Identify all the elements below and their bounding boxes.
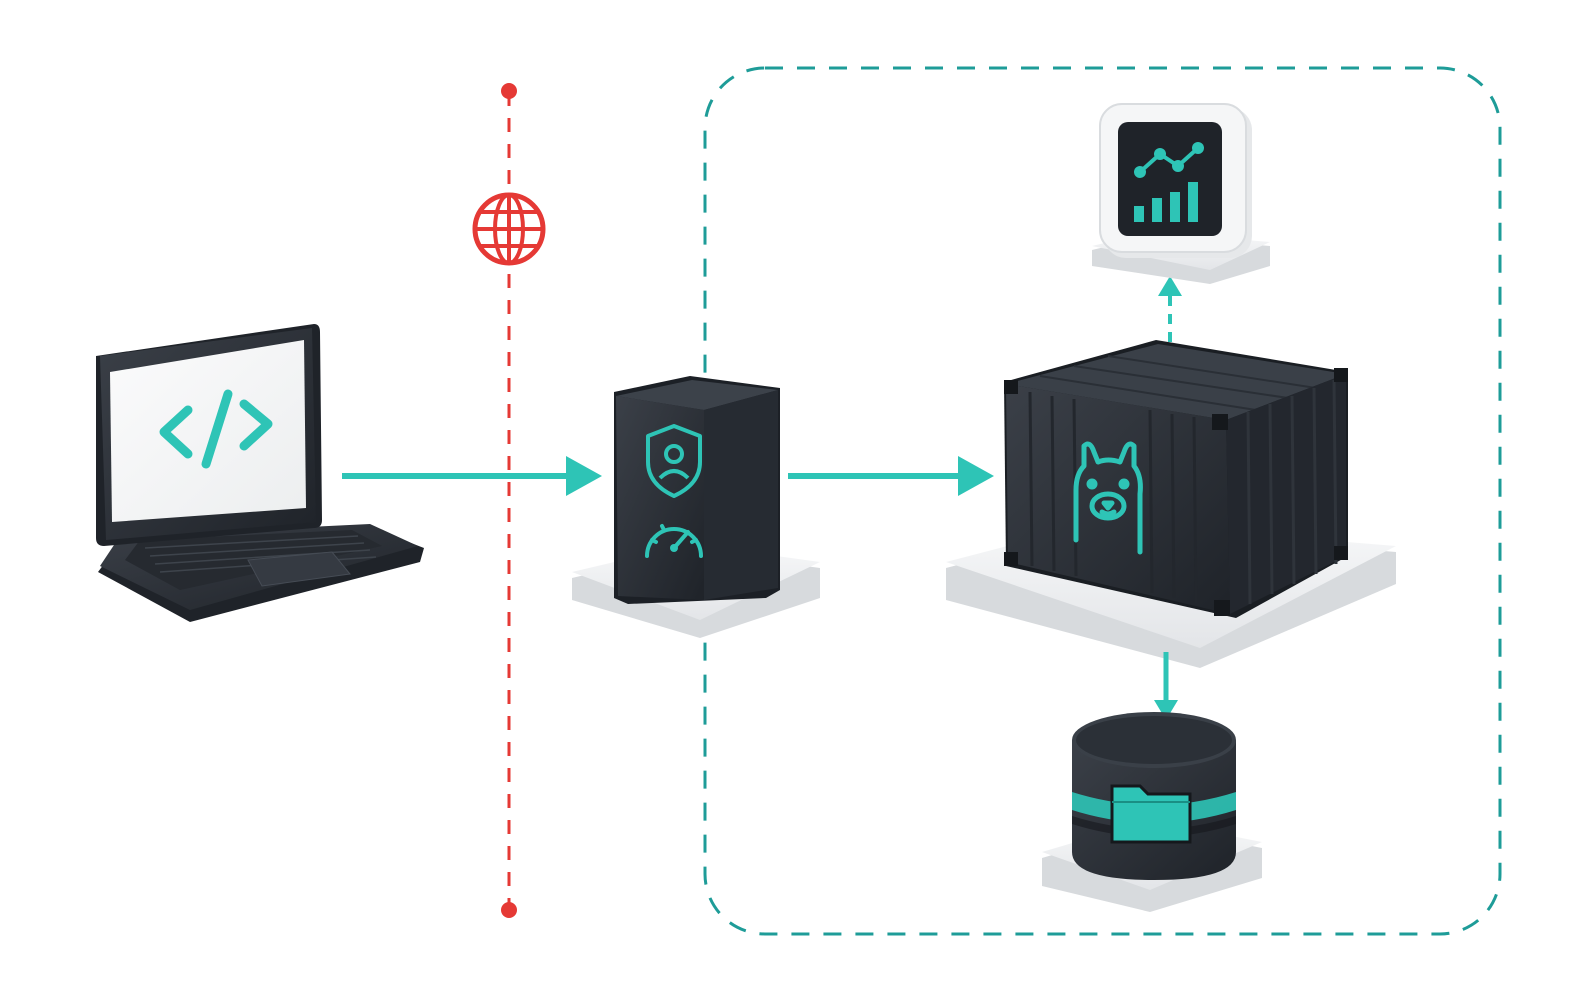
code-brackets-icon	[159, 389, 273, 469]
boundary-top-dot	[501, 83, 517, 99]
storage-database	[1042, 712, 1262, 912]
private-network-boundary	[703, 66, 1502, 936]
globe-icon	[471, 191, 547, 267]
line-bar-chart-icon	[1134, 142, 1204, 222]
edge-gateway-to-container	[788, 456, 994, 496]
llama-container	[946, 340, 1396, 668]
laptop-screen	[110, 340, 306, 522]
edge-container-to-monitoring	[1158, 276, 1182, 342]
folder-icon	[1110, 784, 1192, 844]
edge-container-to-storage	[1154, 652, 1178, 720]
boundary-bottom-dot	[501, 902, 517, 918]
llama-icon	[1073, 441, 1143, 555]
client-laptop	[96, 324, 424, 622]
monitoring-dashboard	[1092, 103, 1270, 284]
internet-boundary	[471, 83, 547, 918]
gateway-device	[572, 376, 820, 638]
edge-laptop-to-gateway	[342, 456, 602, 496]
user-shield-icon	[646, 424, 702, 498]
